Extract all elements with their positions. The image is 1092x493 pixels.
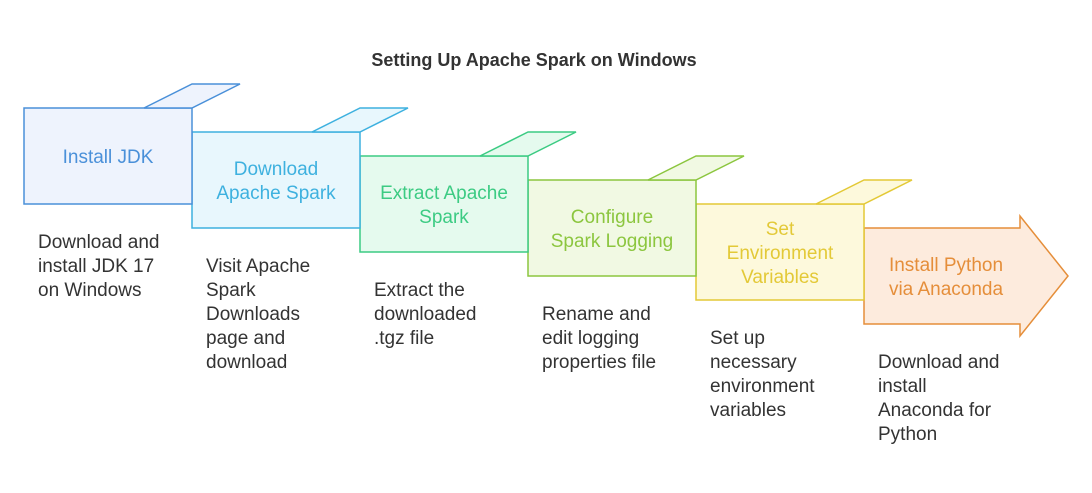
step-description-line: Download and [38,232,159,253]
step-description-line: Download and [878,352,999,373]
step-box-shape [695,203,865,301]
step-label-line: Apache Spark [216,183,336,204]
step-arrow-shape [863,213,1069,339]
step-description-line: on Windows [38,280,142,301]
step-1-description: Download and install JDK 17 on Windows [38,232,159,301]
step-description-line: Downloads [206,304,300,325]
step-label-line: Spark Logging [551,231,674,252]
step-description-line: install [878,376,927,397]
step-description-line: Python [878,424,937,445]
step-description-line: Extract the [374,280,465,301]
step-description-line: install JDK 17 [38,256,154,277]
step-fold-shape [647,155,745,181]
step-label-line: Configure [571,207,653,228]
step-description-line: variables [710,400,786,421]
step-fold-shape [143,83,241,109]
step-box-shape [359,155,529,253]
step-description-line: Set up [710,328,765,349]
step-description-line: .tgz file [374,328,434,349]
step-box-shape [23,107,193,205]
step-6: Install Python via Anaconda [863,213,1069,339]
step-description-line: Anaconda for [878,400,992,421]
step-description-line: environment [710,376,815,397]
step-label-line: Spark [419,207,469,228]
step-description-line: Rename and [542,304,651,325]
step-fold-shape [479,131,577,157]
step-box-shape [191,131,361,229]
step-fold-shape [311,107,409,133]
step-label-line: Extract Apache [380,183,508,204]
diagram-title: Setting Up Apache Spark on Windows [371,50,696,70]
step-1: Install JDK [23,83,241,205]
step-label-line: Environment [727,243,834,264]
step-label-line: via Anaconda [889,279,1004,300]
step-label-line: Set [766,219,795,240]
step-label-line: Install Python [889,255,1003,276]
step-description-line: necessary [710,352,797,373]
step-description-line: Visit Apache [206,256,310,277]
step-description-line: download [206,352,287,373]
step-fold-shape [815,179,913,205]
step-3-description: Extract the downloaded .tgz file [374,280,476,349]
step-description-line: edit logging [542,328,639,349]
step-description-line: downloaded [374,304,476,325]
step-description-line: Spark [206,280,256,301]
step-label-line: Download [234,159,319,180]
step-4-description: Rename and edit logging properties file [542,304,656,373]
step-label-line: Variables [741,267,819,288]
step-5-description: Set up necessary environment variables [710,328,815,421]
step-label-line: Install JDK [63,147,154,168]
step-description-line: page and [206,328,285,349]
step-description-line: properties file [542,352,656,373]
step-box-shape [527,179,697,277]
